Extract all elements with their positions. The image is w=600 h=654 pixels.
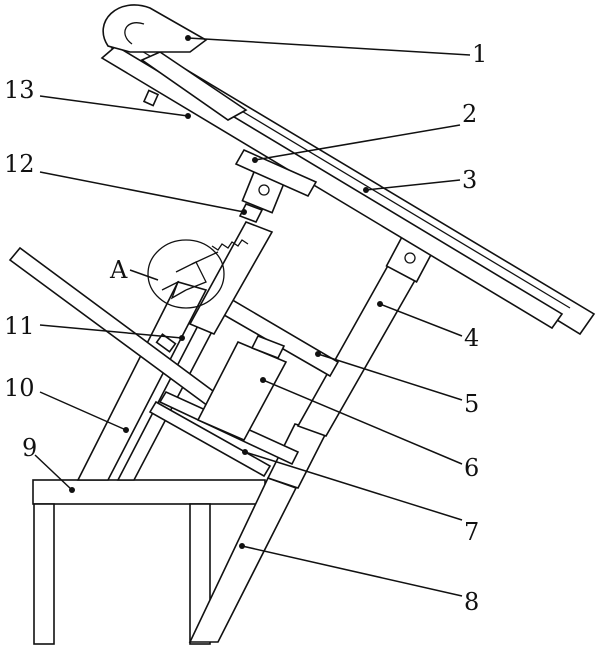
label-10: 10 <box>4 374 35 402</box>
leader-lines <box>34 37 471 597</box>
dot-8 <box>239 543 245 549</box>
dot-13 <box>185 113 191 119</box>
label-13: 13 <box>4 76 35 104</box>
label-4: 4 <box>464 324 479 352</box>
dot-5 <box>315 351 321 357</box>
lower-rail-7b <box>148 400 272 478</box>
leader-6 <box>262 379 463 465</box>
leader-a <box>129 269 159 281</box>
dot-10 <box>123 427 129 433</box>
label-2: 2 <box>462 100 477 128</box>
dot-9 <box>69 487 75 493</box>
detail-circle-a <box>147 239 225 309</box>
dot-11 <box>179 335 185 341</box>
handle-1 <box>102 4 208 53</box>
leader-13 <box>39 95 189 117</box>
label-8: 8 <box>464 588 479 616</box>
leader-1 <box>187 37 471 56</box>
label-3: 3 <box>462 166 477 194</box>
leader-9 <box>34 454 73 491</box>
detail-hinge <box>161 280 187 300</box>
detail-link <box>191 251 219 265</box>
leader-11 <box>39 324 183 339</box>
arm-clip <box>155 333 177 353</box>
table-top <box>32 479 266 505</box>
label-a: A <box>109 256 128 284</box>
rail-stop <box>142 89 160 107</box>
part-labels: 1 13 2 12 3 A 4 11 5 10 6 9 7 8 <box>4 40 487 616</box>
handle-inner-curve <box>124 22 145 45</box>
detail-bracket <box>175 261 207 291</box>
dot-3 <box>363 187 369 193</box>
rail-13 <box>140 51 248 121</box>
box-6-cap <box>250 334 286 360</box>
column-12 <box>188 221 274 336</box>
label-5: 5 <box>464 390 479 418</box>
leader-4 <box>379 303 463 337</box>
label-11: 11 <box>4 312 35 340</box>
top-board-3-inner <box>100 45 564 330</box>
upper-pivot-hole <box>258 184 270 196</box>
dot-6 <box>260 377 266 383</box>
label-1: 1 <box>472 40 487 68</box>
label-7: 7 <box>464 518 479 546</box>
table-leg-left <box>33 503 55 645</box>
leader-5 <box>317 353 463 401</box>
leader-2 <box>254 124 461 161</box>
leader-3 <box>365 179 461 191</box>
ratchet-teeth <box>211 239 249 251</box>
dot-7 <box>242 449 248 455</box>
leader-dots <box>69 35 383 549</box>
leader-10 <box>39 391 127 431</box>
leader-7 <box>244 451 463 521</box>
dot-4 <box>377 301 383 307</box>
label-9: 9 <box>22 434 37 462</box>
dot-12 <box>241 209 247 215</box>
dot-1 <box>185 35 191 41</box>
dot-2 <box>252 157 258 163</box>
leader-12 <box>39 171 245 213</box>
rear-pivot-hole <box>404 252 416 264</box>
leader-8 <box>241 545 463 597</box>
label-6: 6 <box>464 454 479 482</box>
label-12: 12 <box>4 150 35 178</box>
